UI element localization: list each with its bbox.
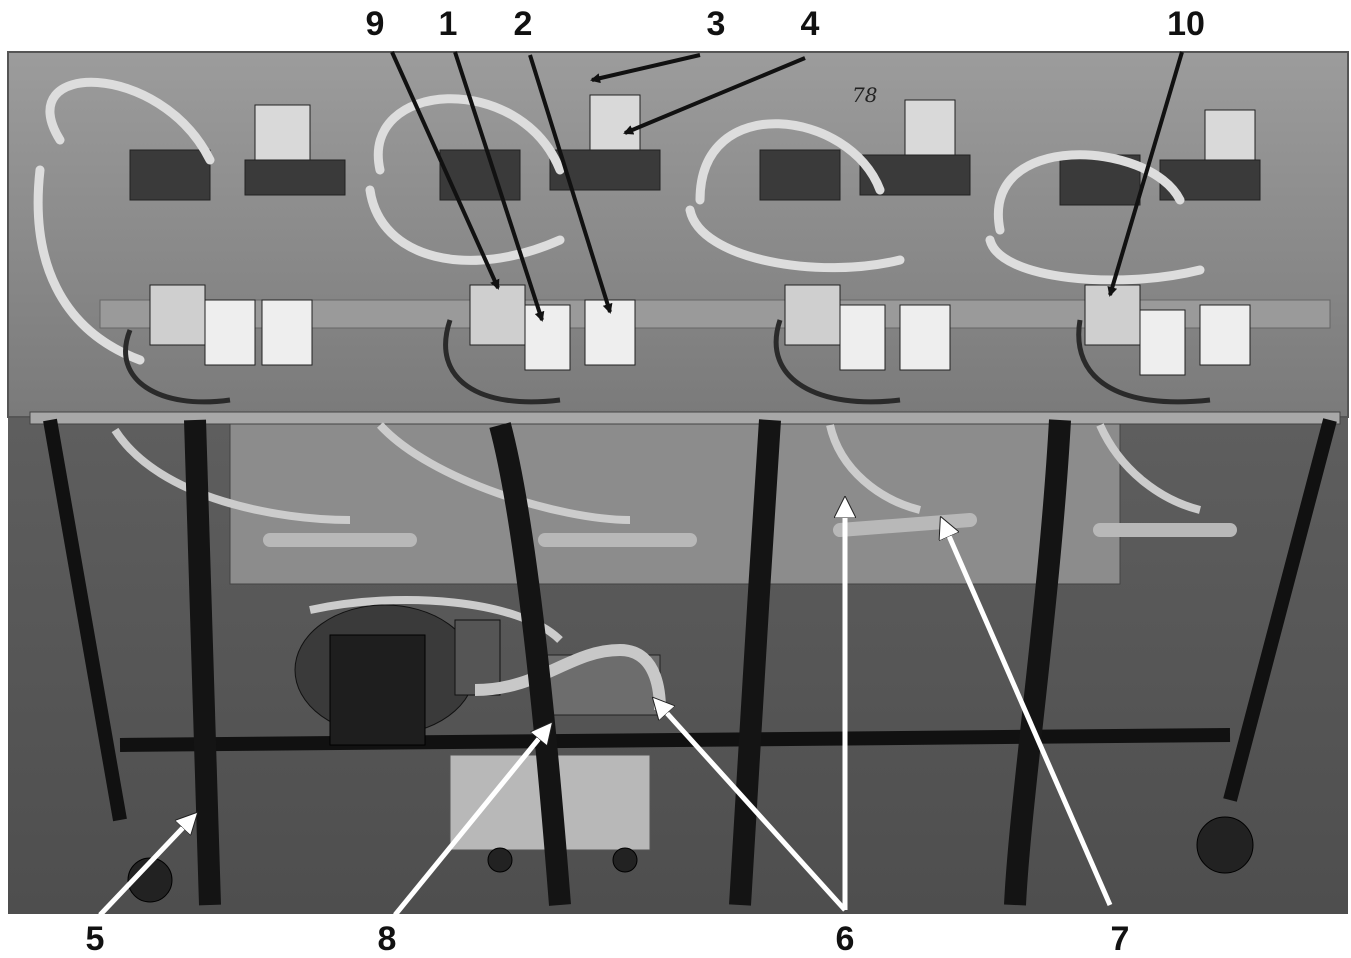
tank [229, 423, 1121, 585]
callout-4: 4 [800, 5, 820, 43]
callout-9: 9 [365, 5, 385, 43]
frame [43, 418, 1337, 822]
casters [127, 816, 1254, 903]
callout-6: 6 [835, 920, 855, 958]
white-arrows [98, 500, 1113, 917]
lower-wiring [123, 319, 1211, 405]
pump-motor [294, 604, 661, 746]
upper-control-modules [129, 94, 1261, 206]
callout-5: 5 [85, 920, 105, 958]
black-hoses [184, 419, 1071, 906]
callout-8: 8 [377, 920, 397, 958]
callout-3: 3 [706, 5, 726, 43]
callout-10: 10 [1167, 5, 1205, 43]
contactor-row [149, 284, 1251, 376]
callout-1: 1 [438, 5, 458, 43]
handwriting-mark: 78 [852, 83, 877, 107]
black-arrows [390, 51, 1184, 322]
callout-7: 7 [1110, 920, 1130, 958]
callout-2: 2 [513, 5, 533, 43]
wire-bundles [33, 77, 1205, 365]
